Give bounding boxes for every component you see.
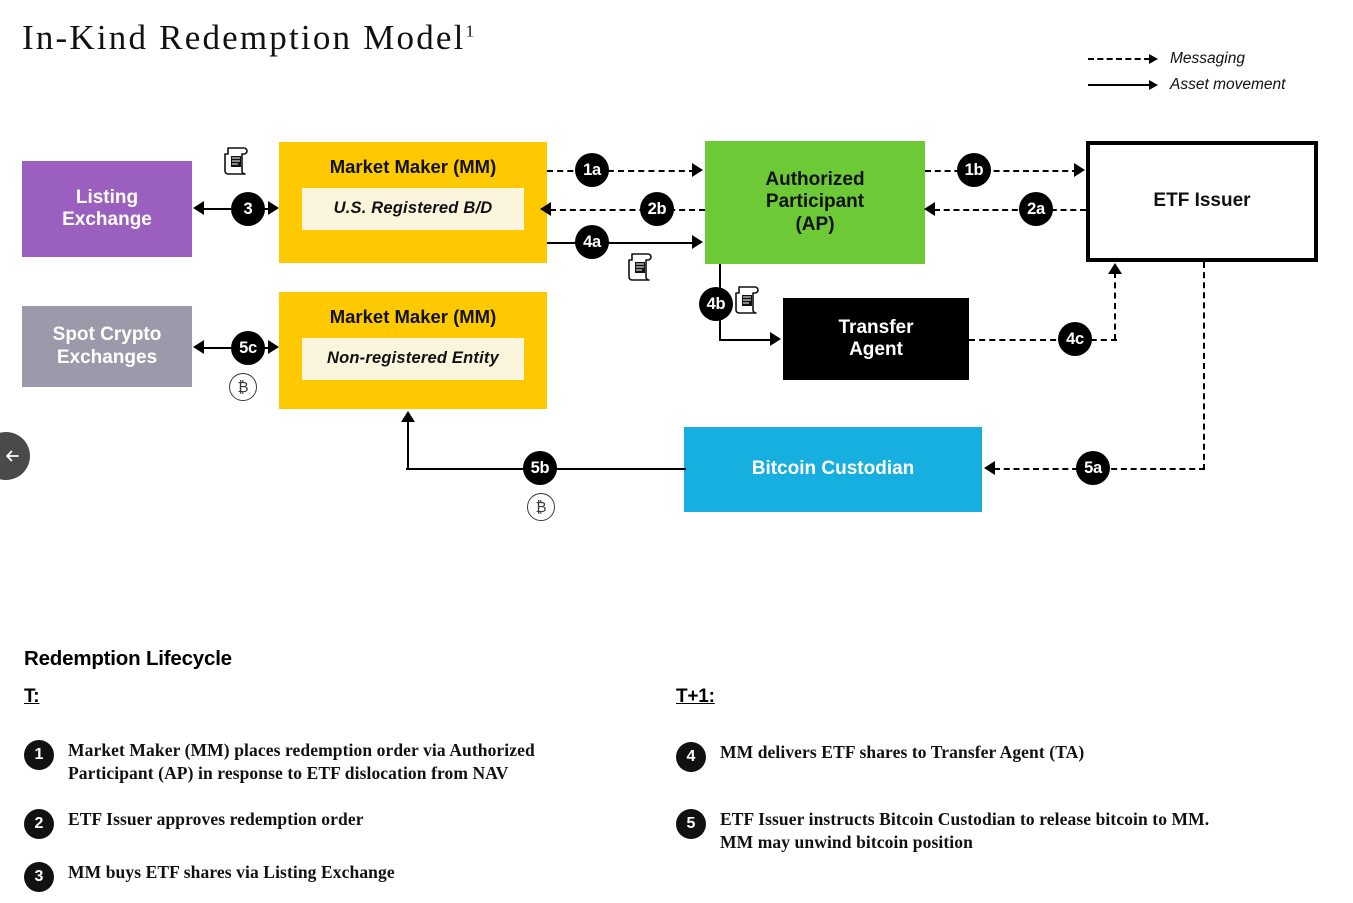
lifecycle-title: Redemption Lifecycle [24,647,232,670]
node-spot-crypto-exchanges[interactable]: Spot Crypto Exchanges [22,306,192,387]
bitcoin-token-icon-5c: ₿ [229,373,257,401]
legend-label-messaging: Messaging [1170,50,1245,67]
edge-4c-hline [969,339,1117,341]
node-transfer-agent[interactable]: Transfer Agent [783,298,969,380]
bitcoin-token-icon-5b: ₿ [527,493,555,521]
edge-2a-line [934,209,1086,211]
edge-5c-arrow-left [193,340,204,354]
lifecycle-step-2-text: ETF Issuer approves redemption order [68,809,364,829]
document-scroll-icon-3 [224,145,250,175]
lifecycle-step-5-text: ETF Issuer instructs Bitcoin Custodian t… [720,809,1210,853]
edge-5b-vline [407,421,409,470]
legend-label-asset-movement: Asset movement [1170,76,1286,93]
lifecycle-step-1-text: Market Maker (MM) places redemption orde… [68,740,535,784]
page-title-footnote: 1 [465,21,475,41]
lifecycle-column-header-t1: T+1: [676,686,715,707]
lifecycle-step-4-number: 4 [676,742,706,772]
lifecycle-step-2-number: 2 [24,809,54,839]
edge-4b-arrow [770,332,781,346]
node-etf-issuer-label: ETF Issuer [1153,190,1251,212]
badge-4a[interactable]: 4a [575,225,609,259]
badge-2a[interactable]: 2a [1019,192,1053,226]
document-scroll-icon-4a [628,251,654,281]
badge-4b[interactable]: 4b [699,287,733,321]
edge-5a-arrow [984,461,995,475]
lifecycle-step-1: 1 Market Maker (MM) places redemption or… [24,739,624,786]
node-bitcoin-custodian[interactable]: Bitcoin Custodian [684,427,982,512]
dashed-arrow-icon [1088,53,1162,65]
legend-item-messaging: Messaging [1088,46,1348,72]
node-spot-crypto-exchanges-label: Spot Crypto Exchanges [52,324,162,368]
node-bitcoin-custodian-label: Bitcoin Custodian [751,458,915,480]
edge-4c-vline [1114,272,1116,340]
node-authorized-participant[interactable]: Authorized Participant (AP) [705,141,925,264]
solid-arrow-icon [1088,79,1162,91]
edge-4a-line [547,242,695,244]
node-authorized-participant-label: Authorized Participant (AP) [765,169,865,235]
lifecycle-step-3: 3 MM buys ETF shares via Listing Exchang… [24,861,624,892]
edge-1b-arrow [1074,163,1085,177]
edge-5b-arrow [401,411,415,422]
node-market-maker-bottom-label: Market Maker (MM) [329,306,497,327]
node-market-maker-bottom-sublabel: Non-registered Entity [301,338,525,380]
edge-3-arrow-left [193,201,204,215]
edge-4c-arrow [1108,263,1122,274]
lifecycle-step-3-text: MM buys ETF shares via Listing Exchange [68,862,395,882]
page-title-text: In-Kind Redemption Model [22,18,466,57]
badge-5c[interactable]: 5c [231,331,265,365]
arrow-left-icon [6,450,19,462]
badge-1a[interactable]: 1a [575,153,609,187]
legend: Messaging Asset movement [1088,46,1348,98]
node-transfer-agent-label: Transfer Agent [838,316,914,360]
node-market-maker-top-sublabel: U.S. Registered B/D [301,188,525,230]
badge-4c[interactable]: 4c [1058,322,1092,356]
badge-5a[interactable]: 5a [1076,451,1110,485]
badge-5b[interactable]: 5b [523,451,557,485]
edge-5c-arrow-right [268,340,279,354]
edge-1b-line [925,170,1078,172]
edge-1a-arrow [692,163,703,177]
legend-item-asset-movement: Asset movement [1088,72,1348,98]
lifecycle-step-4-text: MM delivers ETF shares to Transfer Agent… [720,742,1085,762]
lifecycle-column-header-t: T: [24,686,40,707]
edge-1a-line [547,170,695,172]
node-etf-issuer[interactable]: ETF Issuer [1086,141,1318,262]
badge-2b[interactable]: 2b [640,192,674,226]
edge-5a-vline [1203,262,1205,470]
edge-3-arrow-right [268,201,279,215]
lifecycle-step-3-number: 3 [24,862,54,892]
badge-3[interactable]: 3 [231,192,265,226]
badge-1b[interactable]: 1b [957,153,991,187]
edge-4a-arrow [692,235,703,249]
node-listing-exchange-label: Listing Exchange [62,186,152,230]
edge-4b-hline [719,339,774,341]
lifecycle-step-2: 2 ETF Issuer approves redemption order [24,808,624,839]
node-market-maker-top[interactable]: Market Maker (MM) U.S. Registered B/D [279,142,547,263]
node-listing-exchange[interactable]: Listing Exchange [22,161,192,257]
back-button[interactable] [0,432,30,480]
lifecycle-step-5: 5 ETF Issuer instructs Bitcoin Custodian… [676,808,1316,855]
document-scroll-icon-4b [735,284,761,314]
node-market-maker-top-label: Market Maker (MM) [329,156,497,177]
lifecycle-step-1-number: 1 [24,740,54,770]
node-market-maker-bottom[interactable]: Market Maker (MM) Non-registered Entity [279,292,547,409]
page-title: In-Kind Redemption Model1 [22,18,474,58]
edge-2a-arrow [924,202,935,216]
lifecycle-step-4: 4 MM delivers ETF shares to Transfer Age… [676,741,1316,772]
lifecycle-step-5-number: 5 [676,809,706,839]
edge-2b-arrow [540,202,551,216]
edge-2b-line [550,209,705,211]
